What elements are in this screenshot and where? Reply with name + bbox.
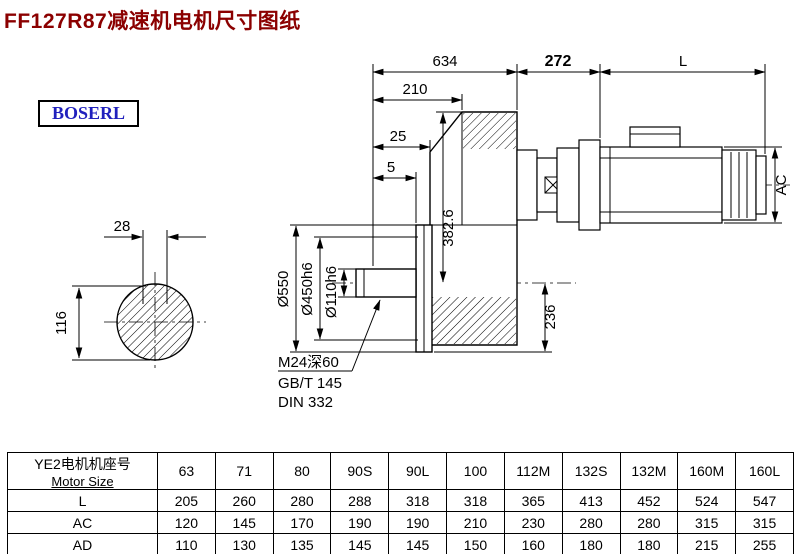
column-header: 90S: [330, 452, 390, 490]
motor-size-table: YE2电机机座号 Motor Size 63 71 80 90S 90L 100…: [7, 452, 794, 554]
table-cell: 413: [561, 489, 621, 512]
standard-gb: GB/T 145: [278, 375, 342, 392]
table-cell: 160: [503, 533, 563, 554]
table-cell: 145: [330, 533, 390, 554]
motor-body: [599, 146, 723, 224]
motor-flange: [578, 139, 601, 231]
table-row-ad: AD 110 130 135 145 145 150 160 180 180 2…: [7, 533, 794, 554]
table-cell: 547: [735, 489, 794, 512]
dim-116: 116: [53, 311, 70, 335]
standard-din: DIN 332: [278, 394, 333, 411]
dim-382-6: 382.6: [440, 209, 457, 247]
table-cell: 180: [561, 533, 621, 554]
table-cell: 110: [157, 533, 216, 554]
shaft-end-view: 28 116: [53, 218, 206, 372]
table-cell: 524: [677, 489, 737, 512]
dia-110h6: Ø110h6: [323, 266, 340, 318]
column-header: 90L: [388, 452, 448, 490]
column-header: 112M: [503, 452, 563, 490]
table-cell: 215: [677, 533, 737, 554]
table-row-ac: AC 120 145 170 190 190 210 230 280 280 3…: [7, 511, 794, 534]
header-zh: YE2电机机座号: [34, 455, 131, 472]
table-cell: 205: [157, 489, 216, 512]
table-cell: 210: [446, 511, 505, 534]
motor-size-header-cell: YE2电机机座号 Motor Size: [7, 452, 158, 490]
column-header: 132M: [619, 452, 679, 490]
table-cell: 280: [561, 511, 621, 534]
table-cell: 288: [330, 489, 390, 512]
boserl-logo: BOSERL: [38, 100, 140, 127]
dim-25: 25: [390, 128, 407, 145]
table-cell: 318: [446, 489, 505, 512]
header-en: Motor Size: [51, 473, 114, 489]
column-header: 132S: [561, 452, 621, 490]
column-header: 160M: [677, 452, 737, 490]
terminal-box: [629, 126, 681, 148]
table-cell: 365: [503, 489, 563, 512]
table-cell: 255: [735, 533, 794, 554]
table-cell: 150: [446, 533, 505, 554]
column-header: 100: [446, 452, 505, 490]
table-cell: 130: [214, 533, 274, 554]
column-header: 160L: [735, 452, 794, 490]
table-cell: 145: [388, 533, 448, 554]
table-cell: 318: [388, 489, 448, 512]
table-cell: 452: [619, 489, 679, 512]
dim-634: 634: [432, 53, 457, 70]
table-cell: 190: [388, 511, 448, 534]
dim-L: L: [679, 53, 687, 70]
coupling-housing: [516, 149, 538, 221]
column-header: 80: [272, 452, 332, 490]
table-cell: 260: [214, 489, 274, 512]
gearbox-side-view: [332, 111, 790, 353]
dim-28: 28: [114, 218, 131, 235]
table-cell: 180: [619, 533, 679, 554]
table-cell: 170: [272, 511, 332, 534]
table-cell: 315: [735, 511, 794, 534]
dimensions: 634 272 L 210 25 5 Ø550: [275, 53, 790, 411]
table-cell: 230: [503, 511, 563, 534]
table-cell: 135: [272, 533, 332, 554]
dim-236: 236: [542, 304, 559, 329]
table-cell: 190: [330, 511, 390, 534]
page-title: FF127R87减速机电机尺寸图纸: [4, 10, 301, 33]
dim-AC: AC: [773, 174, 790, 195]
table-cell: 280: [619, 511, 679, 534]
row-label: L: [7, 489, 158, 512]
table-cell: 315: [677, 511, 737, 534]
dim-5: 5: [387, 159, 395, 176]
table-cell: 145: [214, 511, 274, 534]
table-header-row: YE2电机机座号 Motor Size 63 71 80 90S 90L 100…: [7, 452, 794, 490]
table-row-l: L 205 260 280 288 318 318 365 413 452 52…: [7, 489, 794, 512]
technical-drawing: 28 116: [53, 53, 790, 411]
shaft-section-circle: [116, 283, 194, 361]
row-label: AC: [7, 511, 158, 534]
thread-note: M24深60: [278, 354, 339, 371]
column-header: 63: [157, 452, 216, 490]
table-cell: 280: [272, 489, 332, 512]
dim-272: 272: [545, 53, 572, 70]
row-label: AD: [7, 533, 158, 554]
column-header: 71: [214, 452, 274, 490]
dia-450h6: Ø450h6: [299, 262, 316, 315]
dim-210: 210: [402, 81, 427, 98]
dia-550: Ø550: [275, 271, 292, 308]
output-shaft: [355, 268, 417, 298]
table-cell: 120: [157, 511, 216, 534]
